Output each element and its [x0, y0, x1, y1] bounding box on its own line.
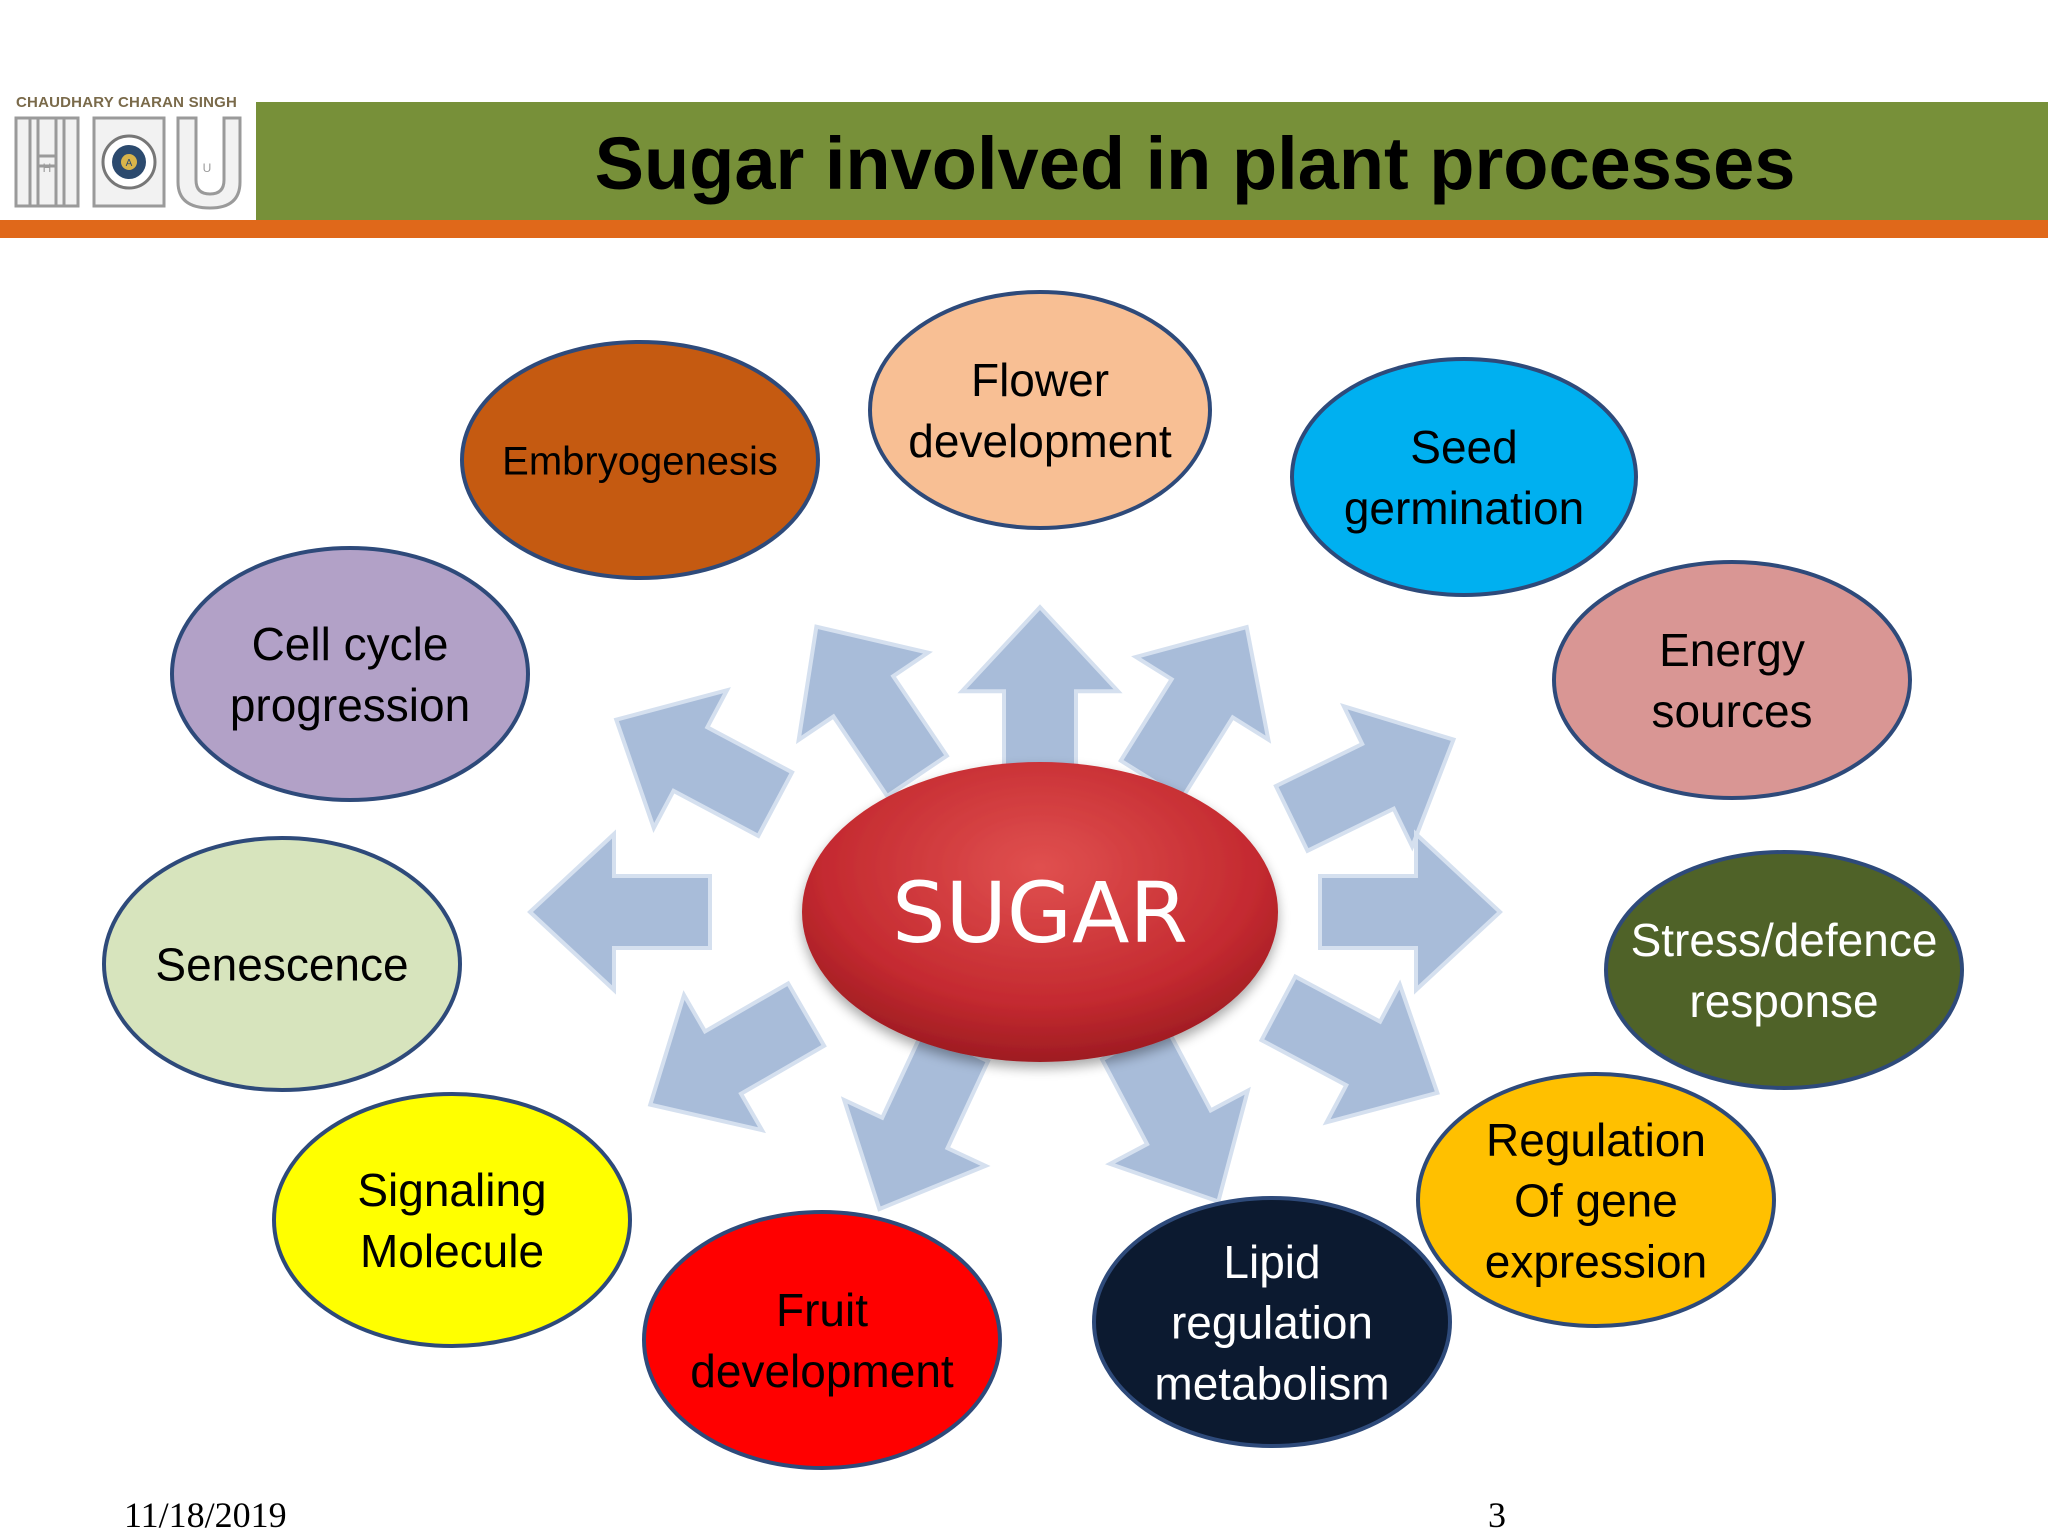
process-ellipse: [642, 1210, 1002, 1470]
sugar-arrow: [1258, 973, 1440, 1126]
process-ellipse: [1092, 1196, 1452, 1448]
logo-caption: CHAUDHARY CHARAN SINGH: [16, 94, 238, 111]
university-logo: CHAUDHARY CHARAN SINGH H U A: [0, 90, 256, 220]
process-label: metabolism: [1154, 1357, 1389, 1409]
process-ellipse: [170, 546, 530, 802]
process-ellipse: [868, 290, 1212, 530]
slide-title: Sugar involved in plant processes: [594, 122, 1796, 205]
footer-page-number: 3: [1488, 1495, 1506, 1535]
process-label: regulation: [1171, 1297, 1373, 1349]
header-rule: [0, 220, 2048, 238]
process-label: Senescence: [155, 939, 408, 991]
process-ellipse: [272, 1092, 632, 1348]
sugar-center-label: SUGAR: [892, 864, 1188, 962]
process-ellipse: [102, 836, 462, 1092]
header-bar: [0, 102, 2048, 220]
process-node-regulation: Regulation Of gene expression: [1416, 1072, 1776, 1328]
process-label: Signaling: [357, 1164, 546, 1216]
logo-letter-a: A: [126, 158, 133, 169]
arrows-layer: [527, 604, 1503, 1212]
process-label: Lipid: [1223, 1236, 1320, 1288]
sugar-arrow: [1273, 703, 1457, 854]
process-label: development: [690, 1345, 954, 1397]
footer-date: 11/18/2019: [124, 1495, 287, 1535]
process-label: Stress/defence: [1631, 914, 1938, 966]
sugar-center-node: [802, 762, 1278, 1062]
process-label: Molecule: [360, 1225, 544, 1277]
logo-letter-h: H: [43, 161, 52, 175]
process-node-fruit: Fruit development: [642, 1210, 1002, 1470]
process-label: Cell cycle: [252, 618, 449, 670]
process-label: expression: [1485, 1235, 1707, 1287]
process-node-senescence: Senescence: [102, 836, 462, 1092]
process-ellipse: [1552, 560, 1912, 800]
sugar-arrow: [527, 829, 712, 995]
process-label: Seed: [1410, 421, 1517, 473]
process-label: development: [908, 415, 1172, 467]
sugar-arrow: [1318, 829, 1503, 995]
sugar-arrow: [795, 624, 950, 799]
process-label: sources: [1651, 685, 1812, 737]
process-node-seed: Seed germination: [1290, 357, 1638, 597]
process-label: Of gene: [1514, 1175, 1678, 1227]
process-ellipse: [1604, 850, 1964, 1090]
logo-letters: H U A: [14, 116, 242, 210]
process-node-energy: Energy sources: [1552, 560, 1912, 800]
process-ellipse: [460, 340, 820, 580]
sugar-arrow: [613, 687, 795, 839]
logo-letter-u: U: [203, 161, 212, 175]
process-node-embryo: Embryogenesis: [460, 340, 820, 580]
process-node-flower: Flower development: [868, 290, 1212, 530]
process-label: Energy: [1659, 624, 1805, 676]
process-label: germination: [1344, 482, 1584, 534]
process-node-lipid: Lipid regulation metabolism: [1092, 1196, 1452, 1448]
sugar-arrow: [647, 980, 827, 1134]
sugar-arrow: [957, 604, 1123, 790]
center-layer: SUGAR: [802, 762, 1278, 1062]
process-label: Fruit: [776, 1284, 868, 1336]
process-node-cellcycle: Cell cycle progression: [170, 546, 530, 802]
process-node-stress: Stress/defence response: [1604, 850, 1964, 1090]
process-label: Embryogenesis: [502, 439, 778, 483]
process-ellipse: [1416, 1072, 1776, 1328]
process-label: Flower: [971, 354, 1109, 406]
process-label: Regulation: [1486, 1114, 1706, 1166]
process-label: progression: [230, 679, 470, 731]
process-label: response: [1689, 975, 1878, 1027]
emblem-icon: A: [101, 134, 157, 190]
process-ellipse: [1290, 357, 1638, 597]
